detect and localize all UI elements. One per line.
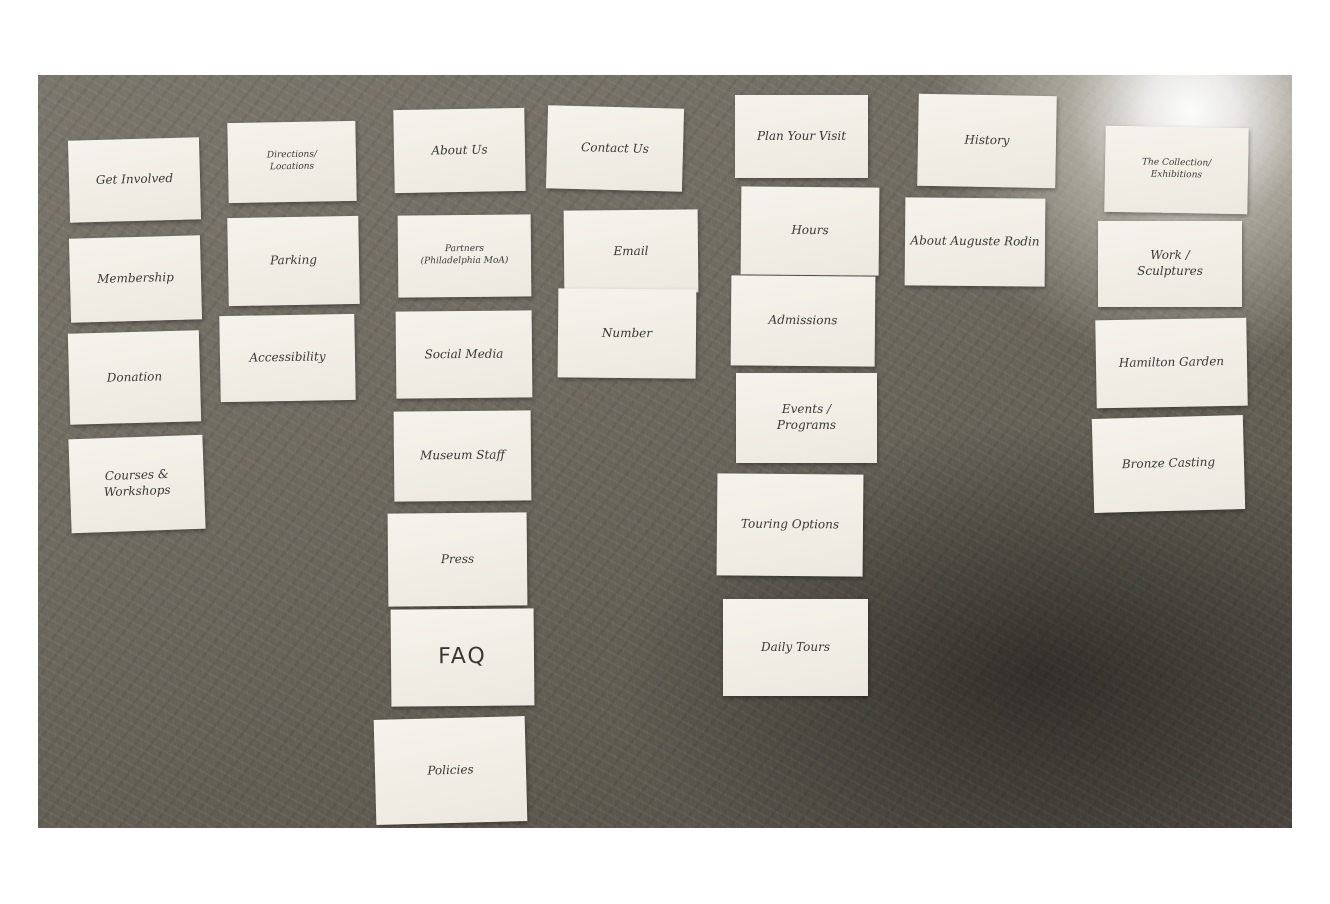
card-parking: Parking — [227, 215, 360, 307]
card-daily-tours: Daily Tours — [723, 599, 868, 696]
card-about-auguste-rodin: About Auguste Rodin — [904, 197, 1046, 287]
card-label: Email — [613, 243, 649, 258]
card-touring-options: Touring Options — [716, 473, 864, 577]
card-label: Press — [440, 551, 475, 566]
card-label: Contact Us — [580, 139, 650, 156]
card-label: Museum Staff — [419, 447, 506, 463]
card-hamilton-garden: Hamilton Garden — [1095, 317, 1248, 409]
card-partners: Partners (Philadelphia MoA) — [397, 214, 532, 298]
card-label: Partners (Philadelphia MoA) — [420, 244, 509, 267]
card-the-collection-exhibitions: The Collection/ Exhibitions — [1104, 125, 1249, 215]
card-donation: Donation — [67, 330, 202, 425]
card-label: Hours — [791, 223, 829, 238]
card-label: About Us — [431, 142, 488, 158]
card-courses-workshops: Courses & Workshops — [68, 434, 206, 534]
card-social-media: Social Media — [395, 310, 533, 399]
card-label: Admissions — [768, 312, 838, 328]
card-label: Events / Programs — [776, 402, 837, 432]
card-label: Hamilton Garden — [1118, 354, 1225, 371]
card-events-programs: Events / Programs — [736, 373, 877, 463]
card-label: Bronze Casting — [1121, 454, 1216, 472]
card-work-sculptures: Work / Sculptures — [1098, 221, 1242, 307]
card-contact-us: Contact Us — [545, 105, 685, 192]
card-hours: Hours — [740, 186, 880, 276]
card-accessibility: Accessibility — [219, 313, 356, 403]
card-policies: Policies — [373, 716, 528, 825]
card-directions-locations: Directions/ Locations — [227, 120, 357, 204]
card-faq: FAQ — [390, 608, 535, 707]
card-label: Daily Tours — [761, 639, 830, 654]
card-label: Donation — [106, 368, 163, 385]
card-label: Work / Sculptures — [1137, 248, 1203, 278]
card-label: History — [964, 132, 1010, 148]
card-press: Press — [387, 512, 528, 607]
card-label: Parking — [269, 252, 318, 268]
card-label: Number — [601, 325, 653, 340]
card-history: History — [917, 93, 1057, 189]
card-label: Get Involved — [95, 171, 174, 188]
card-email: Email — [563, 209, 699, 294]
card-label: About Auguste Rodin — [910, 233, 1040, 249]
card-label: FAQ — [438, 643, 487, 670]
card-label: The Collection/ Exhibitions — [1141, 157, 1212, 181]
card-label: Courses & Workshops — [103, 467, 171, 500]
card-plan-your-visit: Plan Your Visit — [735, 95, 868, 178]
card-label: Social Media — [424, 346, 504, 362]
card-membership: Membership — [68, 235, 203, 323]
card-label: Policies — [427, 762, 474, 778]
card-label: Directions/ Locations — [266, 149, 318, 173]
card-about-us: About Us — [393, 107, 526, 194]
card-bronze-casting: Bronze Casting — [1091, 415, 1246, 513]
card-admissions: Admissions — [730, 275, 876, 367]
card-get-involved: Get Involved — [67, 137, 202, 223]
card-label: Plan Your Visit — [756, 128, 847, 143]
card-number: Number — [557, 288, 697, 379]
card-label: Membership — [96, 270, 174, 287]
card-label: Touring Options — [740, 516, 840, 532]
card-museum-staff: Museum Staff — [393, 410, 532, 502]
card-label: Accessibility — [249, 349, 326, 365]
card-sort-photo: Get Involved Membership Donation Courses… — [38, 75, 1292, 828]
